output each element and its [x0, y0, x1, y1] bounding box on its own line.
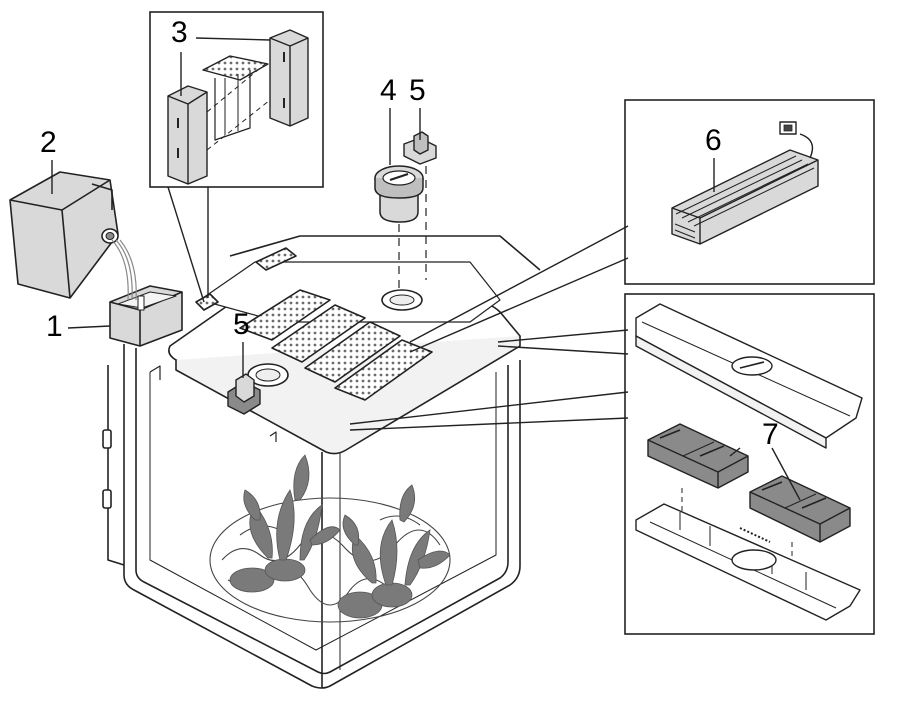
inset-led-unit: [624, 99, 875, 285]
tank-lid: [149, 247, 521, 455]
leader-lines: [51, 37, 801, 501]
reservoir: [109, 285, 183, 347]
callout-6: 6: [705, 124, 722, 157]
aquarium-tank: [102, 235, 541, 689]
callout-5-top: 5: [409, 74, 426, 107]
clip-top: [403, 131, 437, 280]
callout-2: 2: [40, 126, 57, 159]
callout-7: 7: [762, 418, 779, 451]
callout-1: 1: [46, 310, 63, 343]
intake-cap: [374, 165, 424, 292]
clip-on-lid: [227, 373, 261, 415]
inset-filter-cartridge: [149, 11, 324, 188]
callout-5-lid: 5: [233, 308, 250, 341]
callout-4: 4: [380, 74, 397, 107]
water-stream: [111, 239, 137, 301]
canister: [9, 171, 119, 299]
plants: [229, 454, 451, 619]
callout-3: 3: [171, 16, 188, 49]
inset-lid-filter-blocks: [624, 293, 875, 635]
